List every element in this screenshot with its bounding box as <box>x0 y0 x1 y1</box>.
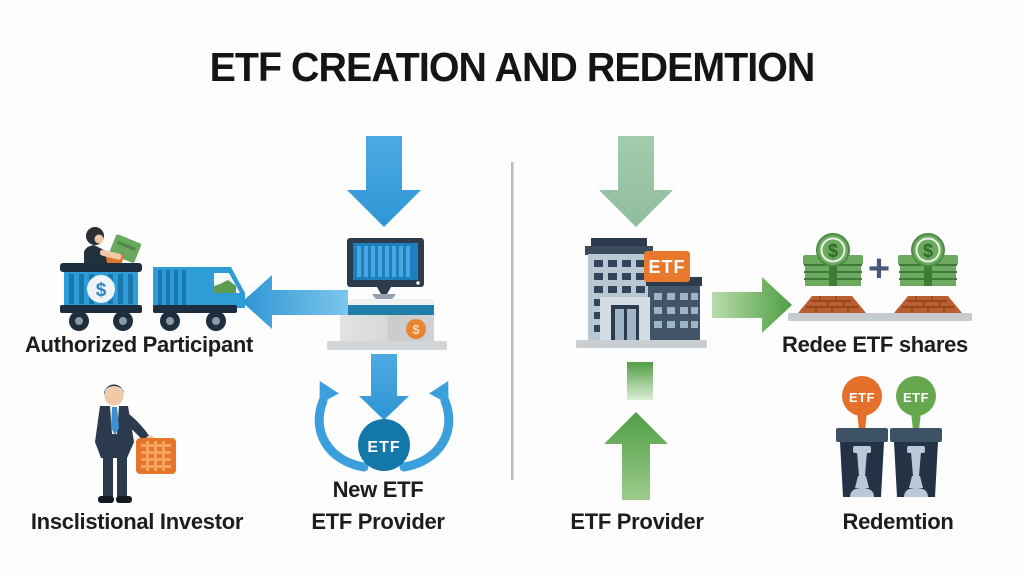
cart-dollar-circle <box>87 275 115 303</box>
money-stack-right: $ <box>898 233 958 286</box>
cart-worker <box>84 227 142 272</box>
etf-creation-cycle: ETF <box>314 354 454 472</box>
institutional-investor-icon <box>95 384 176 503</box>
server-platform <box>327 341 447 350</box>
green-up-arrow <box>604 412 668 500</box>
green-connector-bar <box>627 362 653 400</box>
blue-left-arrow <box>242 275 348 329</box>
etf-circle-text: ETF <box>367 439 400 456</box>
green-right-arrow <box>712 277 792 333</box>
page-title: ETF CREATION AND REDEMTION <box>209 44 816 90</box>
divider-line <box>511 162 514 480</box>
shares-base-bar <box>788 313 972 321</box>
building-sign-text: ETF <box>649 257 686 277</box>
authorized-participant-icon: $ <box>60 227 245 331</box>
blue-down-arrow <box>347 136 421 227</box>
institutional-investor-label: Insclistional Investor <box>30 509 244 534</box>
cart-dollar-text: $ <box>96 280 107 301</box>
server-dollar-coin <box>406 319 426 339</box>
monitor-stand <box>377 287 391 294</box>
redemption-label: Redemtion <box>842 509 954 534</box>
redemption-stamps-icon: ETF ETF <box>836 376 942 497</box>
authorized-participant-label: Authorized Participant <box>24 332 254 357</box>
stamp-orange: ETF <box>836 376 888 497</box>
stamp-green-text: ETF <box>903 390 929 405</box>
redeem-shares-icon: $ + $ <box>788 233 972 321</box>
money-dollar-left: $ <box>828 241 838 261</box>
green-down-arrow <box>599 136 673 227</box>
new-etf-label: New ETF <box>332 477 424 502</box>
money-stack-left: $ <box>803 233 863 286</box>
cycle-arrowhead-left-icon <box>319 381 339 404</box>
cycle-arc-right <box>399 396 454 472</box>
trading-terminal-icon: $ <box>327 238 447 350</box>
brick-pile-left <box>798 296 866 313</box>
etf-provider-left-label: ETF Provider <box>311 509 445 534</box>
small-blue-down-arrow <box>359 354 409 420</box>
truck-money-bag <box>214 280 236 293</box>
cycle-arrowhead-right-icon <box>429 381 449 404</box>
building-base <box>576 340 707 348</box>
stamp-green: ETF <box>890 376 942 497</box>
etf-building-icon: ETF <box>576 238 707 348</box>
cart: $ <box>60 263 142 331</box>
truck <box>153 267 245 331</box>
server-dollar-text: $ <box>412 322 420 337</box>
etf-provider-right-label: ETF Provider <box>570 509 704 534</box>
money-dollar-right: $ <box>923 241 933 261</box>
brick-pile-right <box>894 296 962 313</box>
etf-circle-badge <box>358 419 410 471</box>
investor-tie <box>111 407 119 435</box>
building-etf-sign <box>644 251 690 282</box>
stamp-orange-text: ETF <box>849 390 875 405</box>
redeem-etf-shares-label: Redee ETF shares <box>782 332 968 357</box>
cycle-arc-left <box>314 396 369 472</box>
plus-sign: + <box>868 248 890 290</box>
